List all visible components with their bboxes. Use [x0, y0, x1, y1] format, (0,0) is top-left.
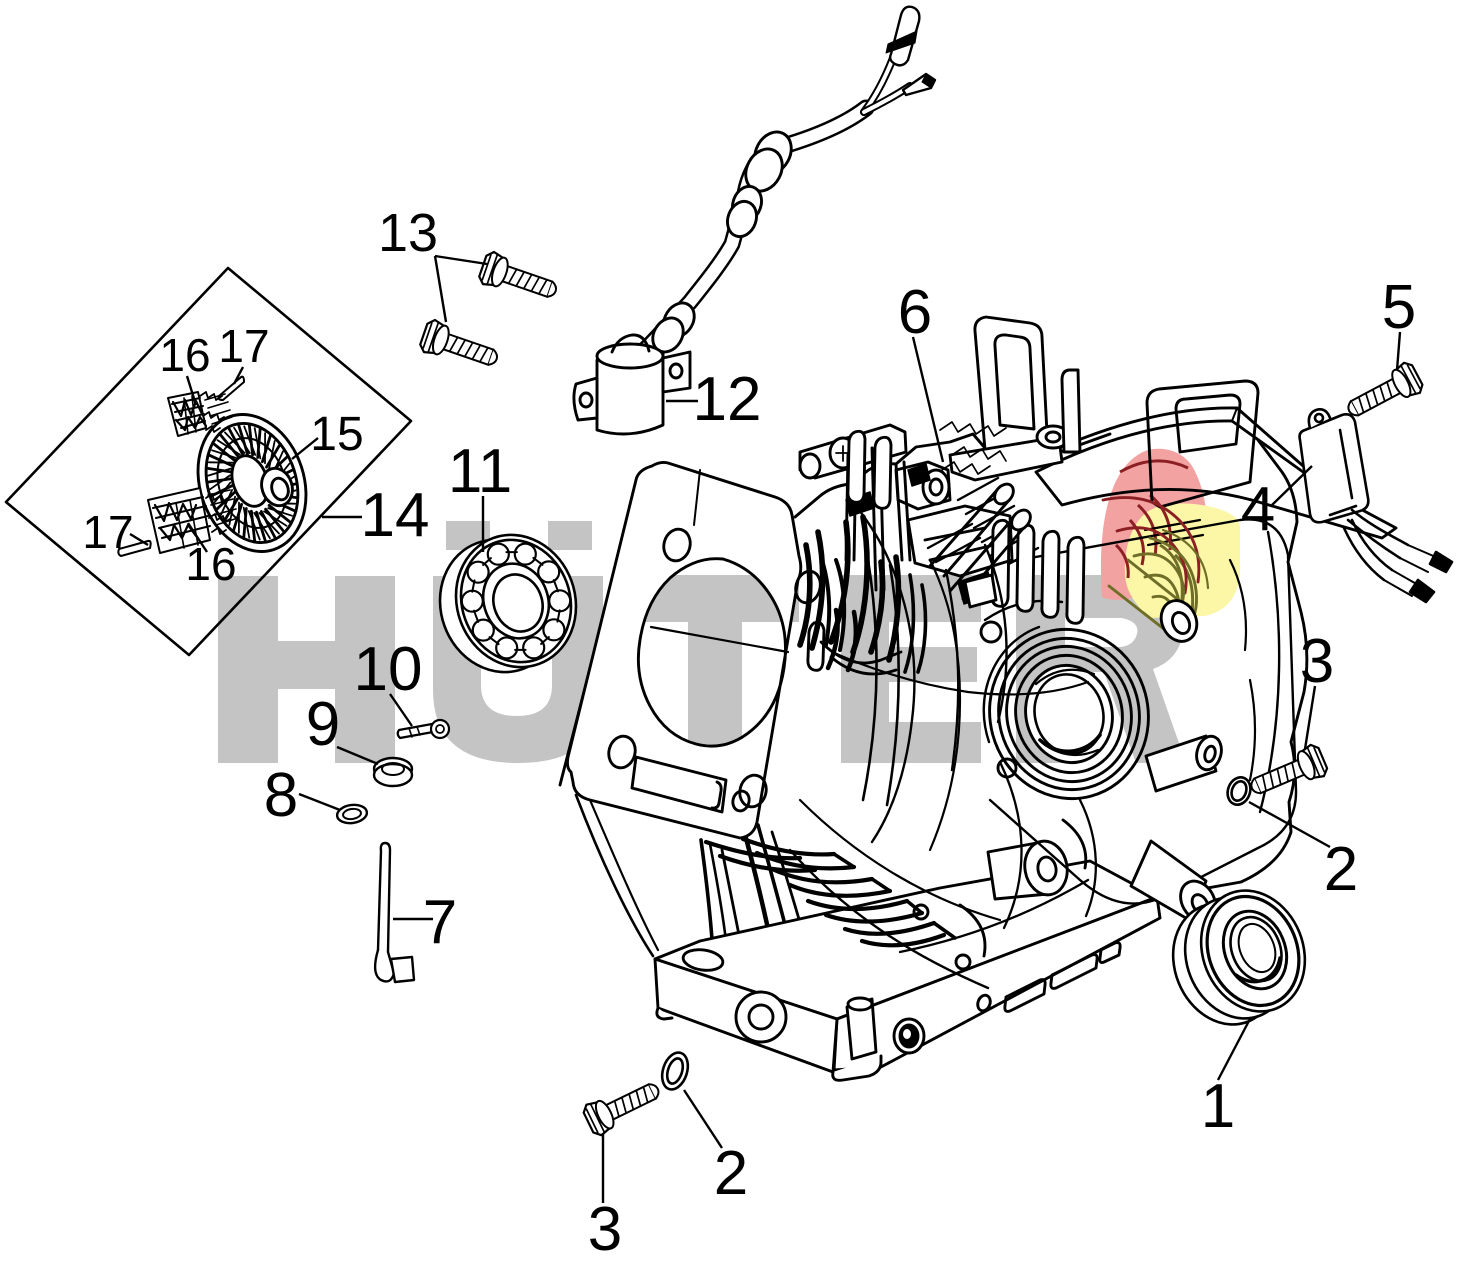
svg-text:5: 5: [1382, 273, 1416, 342]
svg-text:6: 6: [898, 278, 932, 347]
svg-text:9: 9: [306, 690, 340, 759]
svg-text:14: 14: [361, 481, 430, 550]
svg-text:3: 3: [588, 1195, 622, 1261]
svg-text:17: 17: [218, 320, 269, 372]
svg-text:1: 1: [1201, 1072, 1235, 1141]
svg-text:12: 12: [693, 365, 762, 434]
svg-text:16: 16: [159, 329, 210, 381]
svg-text:11: 11: [448, 437, 512, 506]
svg-text:7: 7: [423, 888, 457, 957]
svg-text:15: 15: [310, 408, 363, 461]
svg-text:17: 17: [82, 506, 133, 558]
svg-text:2: 2: [1324, 835, 1358, 904]
svg-text:3: 3: [1300, 627, 1334, 696]
svg-text:2: 2: [714, 1139, 748, 1208]
svg-text:13: 13: [378, 203, 438, 263]
svg-text:8: 8: [264, 761, 298, 830]
svg-text:10: 10: [354, 635, 423, 704]
svg-text:16: 16: [185, 538, 236, 590]
svg-text:4: 4: [1241, 475, 1275, 544]
